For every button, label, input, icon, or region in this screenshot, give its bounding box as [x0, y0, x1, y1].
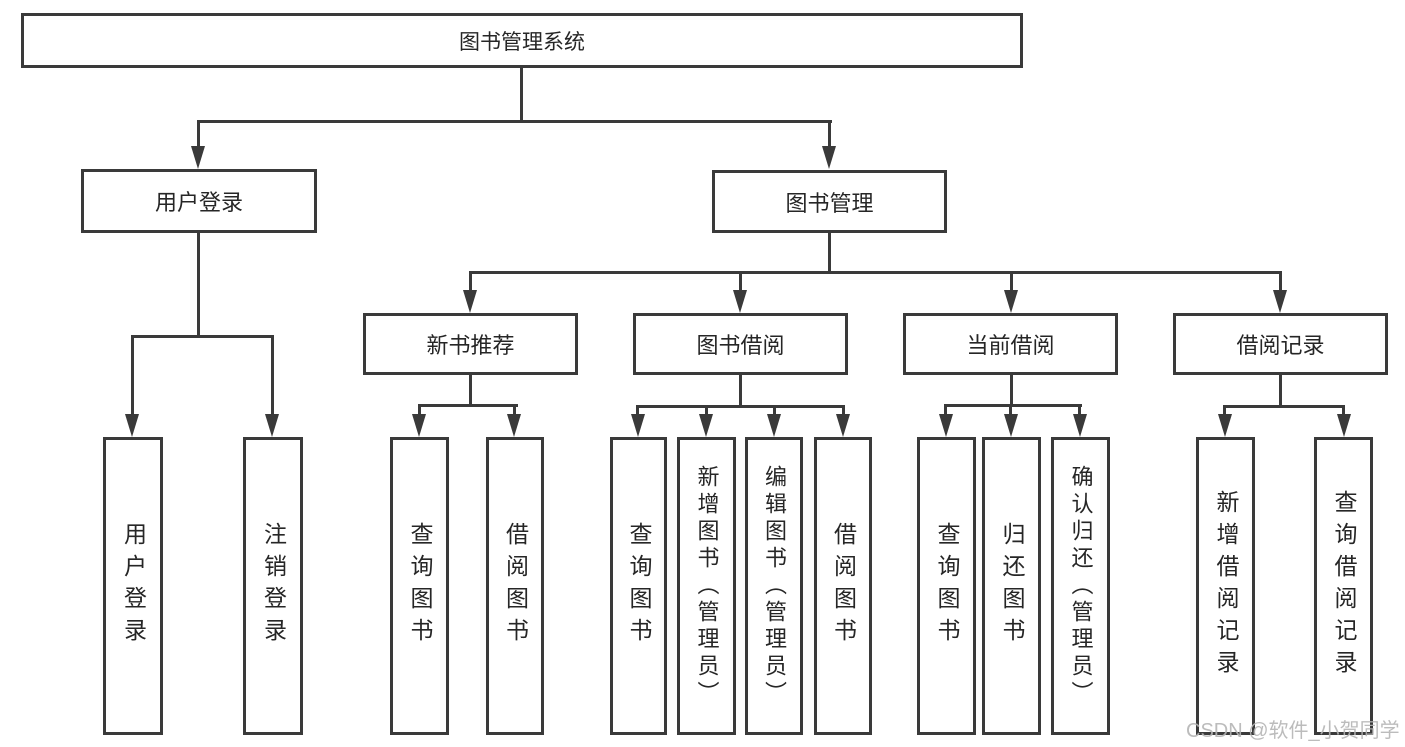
connector: [636, 405, 639, 416]
arrow-down-icon: [463, 290, 477, 313]
leaf-label: 借阅图书: [830, 522, 857, 650]
connector: [1009, 404, 1012, 416]
connector: [636, 405, 845, 408]
leaf-current-return-books: 归还图书: [982, 437, 1041, 735]
node-label: 当前借阅: [966, 333, 1055, 358]
node-book-management: 图书管理: [712, 170, 947, 233]
arrow-down-icon: [265, 414, 279, 437]
node-user-login: 用户登录: [81, 169, 317, 233]
leaf-label: 查询图书: [407, 522, 433, 650]
connector: [705, 405, 708, 416]
arrow-down-icon: [767, 414, 781, 437]
node-new-book-recommend: 新书推荐: [363, 313, 578, 375]
connector: [1342, 405, 1345, 416]
arrow-down-icon: [836, 414, 850, 437]
arrow-down-icon: [733, 290, 747, 313]
connector: [1010, 375, 1013, 407]
arrow-down-icon: [939, 414, 953, 437]
connector: [828, 233, 831, 274]
connector: [469, 271, 472, 292]
arrow-down-icon: [1337, 414, 1351, 437]
arrow-down-icon: [1273, 290, 1287, 313]
arrow-down-icon: [1004, 414, 1018, 437]
leaf-label: 查询借阅记录: [1331, 490, 1357, 682]
connector: [739, 271, 742, 292]
connector: [131, 335, 134, 415]
leaf-label: 新增图书（管理员）: [694, 464, 720, 708]
node-current-borrow: 当前借阅: [903, 313, 1118, 375]
arrow-down-icon: [125, 414, 139, 437]
arrow-down-icon: [507, 414, 521, 437]
connector: [271, 335, 274, 415]
connector: [513, 404, 516, 416]
leaf-borrow-query-books: 查询图书: [610, 437, 667, 735]
connector: [739, 375, 742, 408]
connector: [197, 233, 200, 338]
leaf-label: 借阅图书: [502, 522, 529, 650]
connector: [1010, 271, 1013, 292]
leaf-borrow-edit-books-admin: 编辑图书（管理员）: [745, 437, 803, 735]
connector: [197, 120, 832, 123]
connector: [1223, 405, 1345, 408]
leaf-label: 注销登录: [260, 522, 287, 650]
leaf-current-confirm-return-admin: 确认归还（管理员）: [1051, 437, 1110, 735]
csdn-watermark: CSDN @软件_小贺同学: [1186, 720, 1400, 742]
connector: [469, 375, 472, 407]
connector: [418, 404, 518, 407]
leaf-label: 查询图书: [626, 522, 652, 650]
connector: [1078, 404, 1081, 416]
leaf-records-add-record: 新增借阅记录: [1196, 437, 1255, 735]
leaf-logout: 注销登录: [243, 437, 303, 735]
leaf-label: 编辑图书（管理员）: [762, 464, 787, 708]
arrow-down-icon: [822, 146, 836, 169]
leaf-borrow-add-books-admin: 新增图书（管理员）: [677, 437, 736, 735]
leaf-newbook-borrow-books: 借阅图书: [486, 437, 544, 735]
connector: [1223, 405, 1226, 416]
arrow-down-icon: [699, 414, 713, 437]
leaf-label: 确认归还（管理员）: [1068, 464, 1094, 708]
leaf-current-query-books: 查询图书: [917, 437, 976, 735]
leaf-label: 查询图书: [934, 522, 960, 650]
leaf-user-login: 用户登录: [103, 437, 163, 735]
node-label: 新书推荐: [426, 333, 515, 358]
connector: [520, 68, 523, 122]
leaf-label: 归还图书: [999, 522, 1025, 650]
connector: [1279, 375, 1282, 408]
leaf-label: 用户登录: [120, 522, 147, 650]
leaf-label: 新增借阅记录: [1213, 490, 1239, 682]
node-label: 图书管理系统: [459, 30, 585, 54]
leaf-newbook-query-books: 查询图书: [390, 437, 449, 735]
node-label: 图书管理: [785, 190, 874, 216]
node-library-system: 图书管理系统: [21, 13, 1023, 68]
arrow-down-icon: [1004, 290, 1018, 313]
arrow-down-icon: [1073, 414, 1087, 437]
connector: [131, 335, 274, 338]
connector: [944, 404, 1082, 407]
connector: [773, 405, 776, 416]
connector: [469, 271, 1282, 274]
node-label: 用户登录: [154, 190, 243, 215]
connector: [418, 404, 421, 416]
arrow-down-icon: [1218, 414, 1232, 437]
node-label: 借阅记录: [1236, 333, 1325, 358]
arrow-down-icon: [191, 146, 205, 169]
leaf-records-query-record: 查询借阅记录: [1314, 437, 1373, 735]
connector: [842, 405, 845, 416]
leaf-borrow-borrow-books: 借阅图书: [814, 437, 872, 735]
connector: [1279, 271, 1282, 292]
connector: [944, 404, 947, 416]
connector: [828, 120, 831, 148]
connector: [197, 120, 200, 148]
arrow-down-icon: [631, 414, 645, 437]
node-label: 图书借阅: [696, 333, 785, 358]
arrow-down-icon: [412, 414, 426, 437]
node-book-borrow: 图书借阅: [633, 313, 848, 375]
node-borrow-records: 借阅记录: [1173, 313, 1388, 375]
